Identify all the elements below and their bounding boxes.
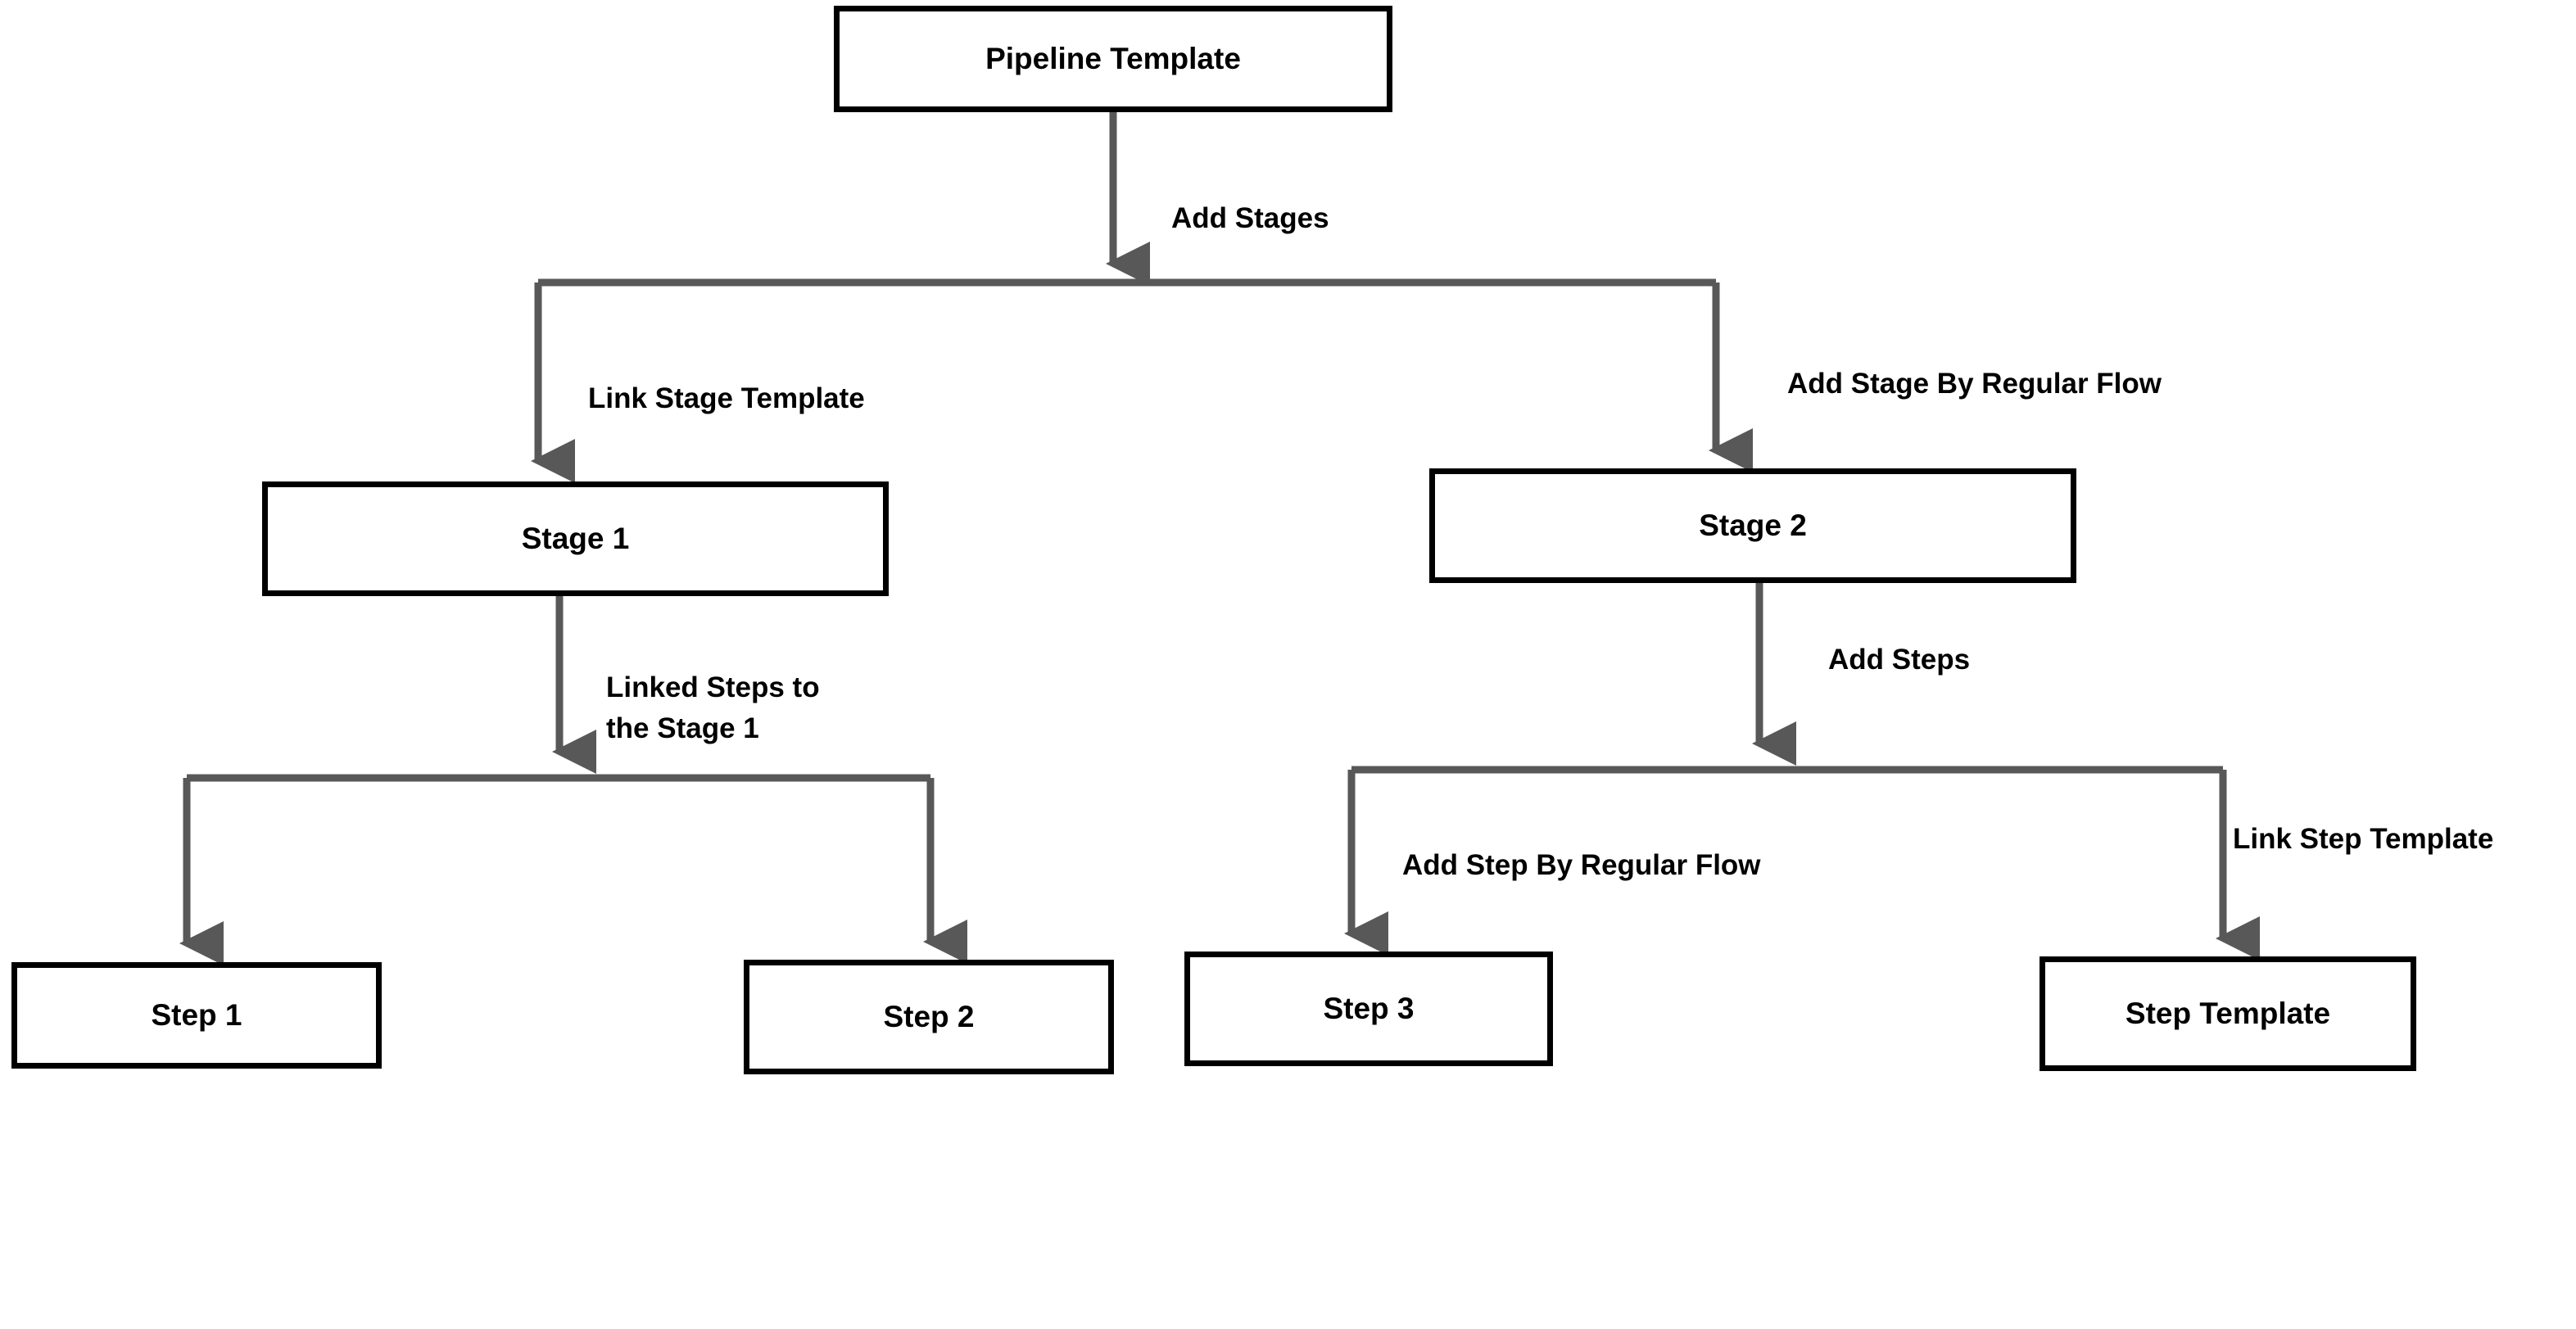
edge-label-add-steps: Add Steps: [1828, 644, 1971, 676]
edge-label-linked-steps-to-the-stage-1-line2: the Stage 1: [606, 712, 759, 744]
node-stage-1-label: Stage 1: [521, 521, 630, 555]
node-stage-1[interactable]: Stage 1: [262, 481, 889, 596]
edge-stage-2-to-steps-split: [1351, 583, 2223, 774]
node-step-3-label: Step 3: [1323, 991, 1415, 1025]
edge-label-linked-steps-to-the-stage-1-line1: Linked Steps to: [606, 671, 820, 703]
edge-pipeline-to-split: [538, 112, 1716, 287]
node-pipeline-template[interactable]: Pipeline Template: [834, 6, 1392, 112]
edge-label-link-step-template: Link Step Template: [2233, 823, 2494, 855]
node-step-1[interactable]: Step 1: [11, 962, 382, 1069]
edge-label-add-stages: Add Stages: [1171, 202, 1329, 234]
node-step-3[interactable]: Step 3: [1184, 952, 1553, 1066]
node-step-2[interactable]: Step 2: [744, 960, 1114, 1074]
node-step-template[interactable]: Step Template: [2040, 956, 2416, 1071]
node-stage-2[interactable]: Stage 2: [1429, 468, 2076, 583]
node-stage-2-label: Stage 2: [1699, 508, 1807, 542]
edge-label-add-step-by-regular-flow: Add Step By Regular Flow: [1402, 849, 1761, 881]
node-step-template-label: Step Template: [2125, 996, 2331, 1030]
node-pipeline-template-label: Pipeline Template: [985, 41, 1241, 75]
node-step-2-label: Step 2: [883, 999, 975, 1033]
node-step-1-label: Step 1: [151, 997, 242, 1032]
edge-label-link-stage-template: Link Stage Template: [588, 382, 865, 414]
edge-stage-1-to-steps-split: [187, 596, 930, 782]
edge-label-add-stage-by-regular-flow: Add Stage By Regular Flow: [1787, 368, 2162, 400]
